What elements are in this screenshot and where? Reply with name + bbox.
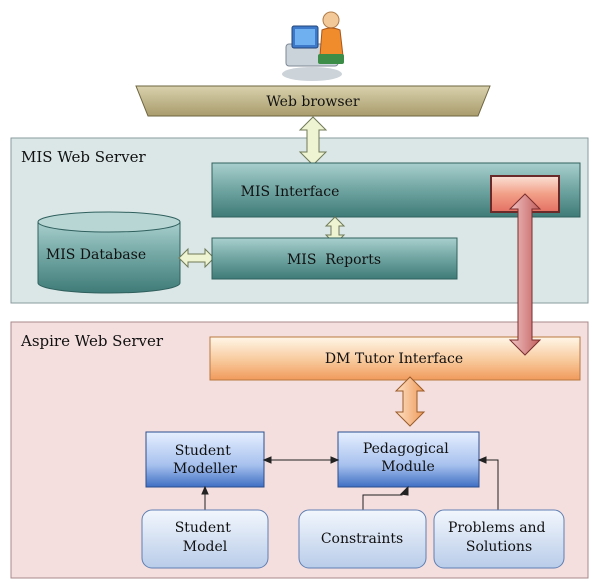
constraints-box	[298, 509, 427, 569]
mis-interface-label: MIS Interface	[241, 184, 340, 200]
dm-tutor-interface-label: DM Tutor Interface	[325, 351, 463, 367]
constraints-label: Constraints	[321, 531, 403, 547]
mis-database-cylinder	[37, 211, 181, 294]
mis-reports-label: MIS Reports	[287, 252, 381, 268]
mis-database-label: MIS Database	[46, 247, 146, 263]
problems-solutions-box	[433, 509, 565, 569]
connector-arrows	[201, 456, 499, 510]
mis-reports-box	[211, 237, 458, 280]
student-model-box	[141, 509, 269, 569]
aspire-web-server-title: Aspire Web Server	[20, 332, 164, 350]
pedagogical-module-label: Pedagogical Module	[363, 441, 453, 475]
web-browser-label: Web browser	[266, 94, 359, 110]
web-browser-box	[135, 85, 491, 117]
student-model-label: Student Model	[175, 520, 236, 555]
pedagogical-module-box	[337, 431, 480, 488]
mis-web-server-title: MIS Web Server	[21, 148, 146, 166]
student-modeller-box	[145, 431, 265, 488]
arrow-dm-tutor-pedagogical	[394, 376, 426, 427]
arrow-mis-port-dm-tutor	[508, 193, 542, 356]
user-at-computer-icon	[282, 11, 344, 81]
student-modeller-label: Student Modeller	[173, 443, 237, 477]
problems-solutions-label: Problems and Solutions	[448, 520, 550, 555]
